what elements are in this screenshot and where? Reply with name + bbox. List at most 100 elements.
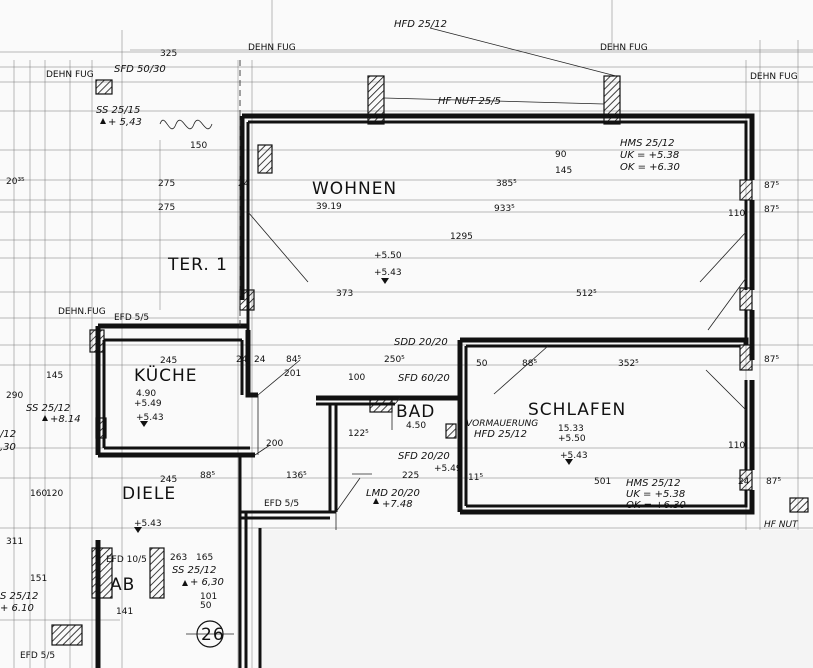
section-marker-label: 26 (201, 625, 225, 645)
dim-885: 88⁵ (522, 359, 537, 369)
note-hfd-top: HFD 25/12 (394, 19, 447, 30)
note-sfd-20: SFD 20/20 (398, 451, 450, 462)
note-efd-3: EFD 10/5 (106, 555, 147, 565)
level-543-diele: +5.43 (134, 519, 162, 529)
note-hms-top-ok: OK = +6.30 (620, 162, 680, 173)
note-ss-2512-cut: S 25/12 (0, 591, 38, 602)
note-hf-nut-top: HF NUT 25/5 (438, 96, 501, 107)
level-triangle-ss2512-left (42, 415, 48, 421)
note-ss-2512-bottom: SS 25/12 (172, 565, 216, 576)
dim-24b: 24 (254, 355, 266, 365)
dim-141: 141 (116, 607, 133, 617)
dim-275a: 275 (158, 179, 175, 189)
note-ss-2512-bottom-level: + 6,30 (190, 577, 224, 588)
dim-5125: 512⁵ (576, 289, 597, 299)
note-hfd-bad: HFD 25/12 (474, 429, 527, 440)
note-cut-12: /12 (0, 429, 16, 440)
note-vormauerung: VORMAUERUNG (466, 419, 538, 429)
dim-101: 101 (200, 592, 217, 602)
note-efd-1: EFD 5/5 (114, 313, 149, 323)
dim-160: 160 (30, 489, 47, 499)
dim-151: 151 (30, 574, 47, 584)
level-550: +5.50 (374, 251, 402, 261)
dim-875d: 87⁵ (766, 477, 781, 487)
dim-3855: 385⁵ (496, 179, 517, 189)
dim-24d: 24 (738, 477, 750, 487)
note-sfd-60: SFD 60/20 (398, 373, 450, 384)
room-kueche-area: 4.90 (136, 389, 156, 399)
note-sdd: SDD 20/20 (394, 337, 448, 348)
level-triangle-wohnen (381, 278, 389, 284)
room-bad-area: 4.50 (406, 421, 426, 431)
dim-145: 145 (555, 166, 572, 176)
note-hms-right: HMS 25/12 (626, 478, 681, 489)
room-terrasse-label: TER. 1 (167, 255, 228, 275)
dim-875b: 87⁵ (764, 205, 779, 215)
level-triangle-diele (134, 527, 142, 533)
note-ss-2512-left-level: +8.14 (50, 414, 81, 425)
dim-845: 84⁵ (286, 355, 301, 365)
note-hms-right-uk: UK = +5.38 (626, 489, 685, 500)
dim-1365: 136⁵ (286, 471, 307, 481)
dim-875c: 87⁵ (764, 355, 779, 365)
dim-290: 290 (6, 391, 23, 401)
note-level-610: + 6.10 (0, 603, 34, 614)
note-sfd-50: SFD 50/30 (114, 64, 166, 75)
dim-275b: 275 (158, 203, 175, 213)
dim-885b: 88⁵ (200, 471, 215, 481)
room-kueche-level: +5.49 (134, 399, 162, 409)
note-lmd: LMD 20/20 (366, 488, 420, 499)
dim-373: 373 (336, 289, 353, 299)
note-hms-right-ok: OK = +6.30 (626, 500, 686, 511)
walls (95, 113, 755, 668)
dim-120: 120 (46, 489, 63, 499)
note-hms-top-uk: UK = +5.38 (620, 150, 679, 161)
note-dehnfug-2: DEHN FUG (600, 43, 648, 53)
dim-115: 11⁵ (468, 473, 483, 483)
dim-100: 100 (348, 373, 365, 383)
dim-201: 201 (284, 369, 301, 379)
note-efd-4: EFD 5/5 (20, 651, 55, 661)
level-543: +5.43 (374, 268, 402, 278)
dim-501: 501 (594, 477, 611, 487)
room-labels: WOHNEN 39.19 TER. 1 KÜCHE 4.90 +5.49 SCH… (110, 179, 626, 595)
dim-245a: 245 (160, 356, 177, 366)
door-swings (159, 27, 747, 648)
level-543-schlafen: +5.43 (560, 451, 588, 461)
dim-325: 325 (160, 49, 177, 59)
room-wohnen-area: 39.19 (316, 202, 342, 212)
hatched-columns (51, 75, 809, 646)
dim-24a: 24 (238, 179, 250, 189)
annotations: HFD 25/12 SFD 50/30 SS 25/15 + 5,43 HF N… (0, 19, 799, 661)
room-schlafen-level: +5.50 (558, 434, 586, 444)
dim-245b: 245 (160, 475, 177, 485)
note-ss-2515: SS 25/15 (96, 105, 140, 116)
room-schlafen-area: 15.33 (558, 424, 584, 434)
note-dehnfug-5: DEHN.FUG (58, 307, 106, 317)
level-triangle-ss2515 (100, 118, 106, 124)
note-ss-2512-left: SS 25/12 (26, 403, 70, 414)
room-bad-label: BAD (396, 402, 435, 422)
room-kueche-label: KÜCHE (134, 364, 198, 386)
note-lmd-level: +7.48 (382, 499, 413, 510)
level-triangle-lmd (373, 498, 379, 504)
level-markers (42, 118, 573, 586)
dim-90: 90 (555, 150, 567, 160)
dim-225: 225 (402, 471, 419, 481)
dim-200: 200 (266, 439, 283, 449)
dim-2035: 20³⁵ (6, 177, 25, 187)
level-triangle-schlafen (565, 459, 573, 465)
dim-9335: 933⁵ (494, 204, 515, 214)
room-schlafen-label: SCHLAFEN (528, 400, 626, 420)
dim-3525: 352⁵ (618, 359, 639, 369)
dim-110a: 110 (728, 209, 745, 219)
note-cut-30: ,30 (0, 442, 16, 453)
dim-2505: 250⁵ (384, 355, 405, 365)
note-hf-nut-right: HF NUT (764, 520, 799, 530)
dim-165: 165 (196, 553, 213, 563)
level-triangle-ss2512-bottom (182, 580, 188, 586)
dim-1225: 122⁵ (348, 429, 369, 439)
note-hms-top: HMS 25/12 (620, 138, 675, 149)
room-diele-label: DIELE (122, 484, 176, 504)
